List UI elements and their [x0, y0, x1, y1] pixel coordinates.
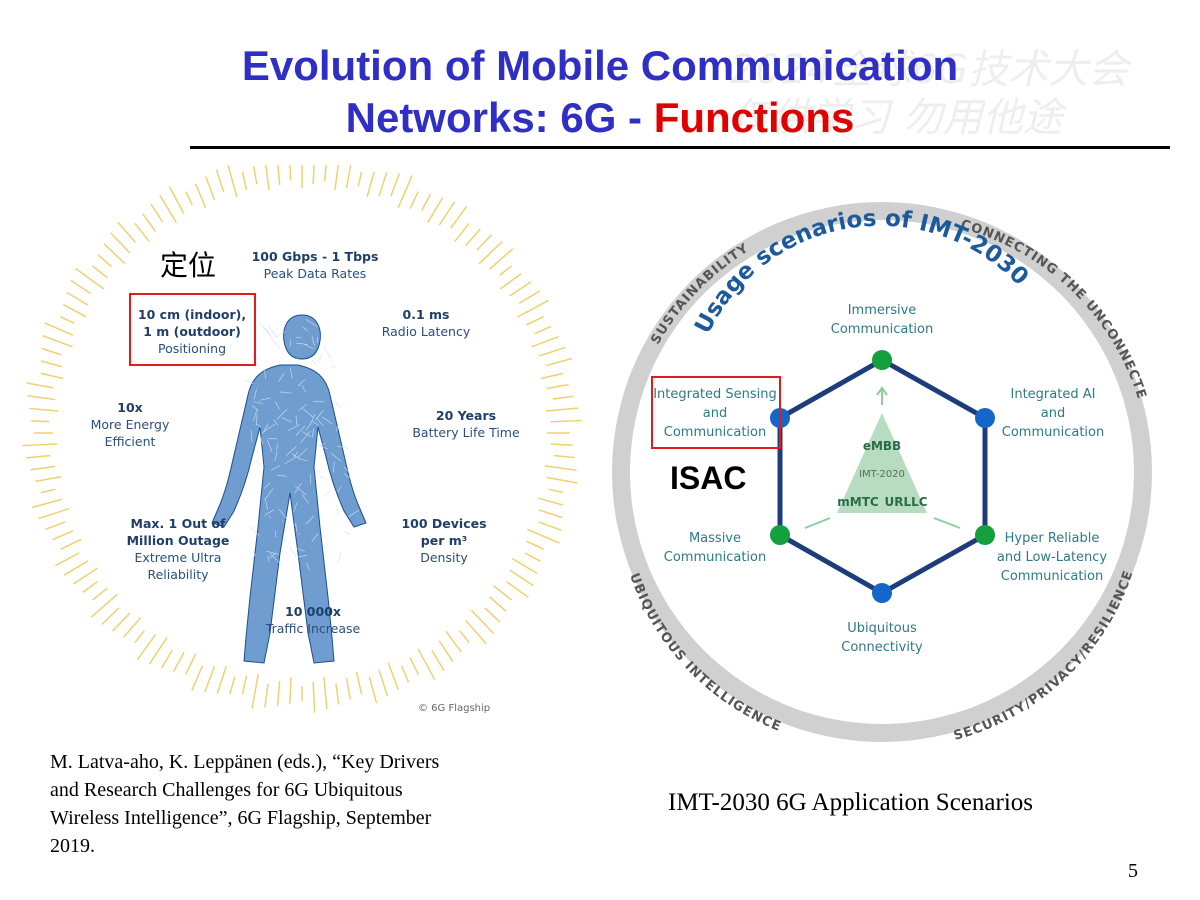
scenario-ai-3: Communication	[1002, 425, 1104, 440]
scenario-hrllc-2: and Low-Latency	[997, 550, 1108, 565]
title-underline	[190, 146, 1170, 149]
triangle-imt2020: IMT-2020	[859, 469, 905, 480]
imt-figure-caption: IMT-2030 6G Application Scenarios	[668, 789, 1034, 816]
kpi-value: 100 Devices	[401, 516, 487, 531]
kpi-traffic-increase: 10 000x Traffic Increase	[223, 603, 403, 637]
imt2020-triangle	[837, 413, 927, 513]
imt2030-diagram: SUSTAINABILITY CONNECTING THE UNCONNECTE…	[594, 184, 1152, 744]
scenario-ubiquitous-2: Connectivity	[841, 640, 923, 655]
kpi-label: Density	[420, 550, 468, 565]
kpi-label-2: Reliability	[147, 567, 209, 582]
isac-label: ISAC	[670, 460, 747, 496]
scenario-isac-3: Communication	[664, 425, 766, 440]
positioning-highlight-box	[129, 293, 256, 366]
kpi-battery-life: 20 Years Battery Life Time	[376, 407, 556, 441]
kpi-value: 10 000x	[285, 604, 341, 619]
imt2030-figure: SUSTAINABILITY CONNECTING THE UNCONNECTE…	[594, 184, 1180, 770]
page-number: 5	[1128, 860, 1138, 882]
kpi-label: Positioning	[158, 341, 226, 356]
kpi-reliability: Max. 1 Out of Million Outage Extreme Ult…	[88, 515, 268, 583]
kpi-value: 10x	[117, 400, 143, 415]
slide-title: Evolution of Mobile Communication Networ…	[90, 40, 1110, 144]
arrow-right	[933, 517, 961, 529]
human-figure	[211, 314, 367, 664]
node-ai	[975, 408, 995, 428]
kpi-value: 100 Gbps - 1 Tbps	[251, 249, 379, 264]
node-immersive	[872, 350, 892, 370]
triangle-embb: eMBB	[863, 439, 901, 453]
kpi-positioning: 10 cm (indoor), 1 m (outdoor) Positionin…	[102, 306, 282, 357]
human-figure-mesh	[244, 318, 360, 571]
kpi-label: Battery Life Time	[412, 425, 520, 440]
kpi-value: 20 Years	[435, 408, 497, 423]
watermark: 2024全球6G技术大会 仅供学习 勿用他途	[730, 46, 1200, 142]
title-line-2: Networks: 6G - Functions	[90, 92, 1110, 144]
scenario-hrllc-3: Communication	[1001, 569, 1103, 584]
kpi-label: More Energy	[90, 417, 170, 432]
kpi-radio-latency: 0.1 ms Radio Latency	[336, 306, 516, 340]
kpi-value: 10 cm (indoor),	[137, 307, 247, 322]
kpi-value: 0.1 ms	[402, 307, 450, 322]
kpi-value-2: Million Outage	[126, 533, 230, 548]
kpi-value-2: per m³	[420, 533, 468, 548]
watermark-line-2: 仅供学习 勿用他途	[730, 95, 1063, 141]
scenario-immersive-2: Communication	[831, 322, 933, 337]
reference-citation: M. Latva-aho, K. Leppänen (eds.), “Key D…	[50, 751, 440, 857]
title-accent: Functions	[653, 94, 855, 141]
scenario-massive-1: Massive	[689, 531, 741, 546]
scenario-ubiquitous-1: Ubiquitous	[847, 621, 917, 636]
node-hrllc	[975, 525, 995, 545]
scenario-labels: Immersive Communication Integrated Sensi…	[653, 303, 1107, 655]
sunburst-rays	[22, 153, 582, 713]
kpi-label: Extreme Ultra	[134, 550, 222, 565]
scenario-isac-2: and	[703, 406, 727, 421]
scenario-ai-2: and	[1041, 406, 1065, 421]
scenario-hrllc-1: Hyper Reliable	[1005, 531, 1100, 546]
positioning-cn-label: 定位	[160, 249, 217, 282]
kpi-energy-efficiency: 10x More Energy Efficient	[40, 399, 220, 450]
node-massive	[770, 525, 790, 545]
kpi-label: Peak Data Rates	[263, 266, 367, 281]
isac-highlight-box	[651, 376, 781, 449]
figure-copyright: © 6G Flagship	[418, 703, 491, 714]
scenario-massive-2: Communication	[664, 550, 766, 565]
kpi-device-density: 100 Devices per m³ Density	[354, 515, 534, 566]
scenario-ai-1: Integrated AI	[1011, 387, 1096, 402]
kpi-sunburst	[22, 153, 582, 713]
kpi-label: Radio Latency	[381, 324, 471, 339]
node-ubiquitous	[872, 583, 892, 603]
kpi-figure	[20, 153, 585, 725]
triangle-urllc: URLLC	[884, 495, 927, 509]
kpi-label: Traffic Increase	[265, 621, 361, 636]
watermark-line-1: 2024全球6G技术大会	[730, 47, 1129, 93]
kpi-label-2: Efficient	[104, 434, 156, 449]
arrow-left	[804, 517, 831, 529]
title-line-2-prefix: Networks: 6G -	[345, 94, 654, 141]
triangle-mmtc: mMTC	[837, 495, 879, 509]
kpi-value: Max. 1 Out of	[130, 516, 226, 531]
title-line-1: Evolution of Mobile Communication	[241, 42, 959, 89]
arrow-up	[876, 386, 888, 405]
kpi-value-2: 1 m (outdoor)	[143, 324, 241, 339]
scenario-isac-1: Integrated Sensing	[653, 387, 777, 402]
kpi-peak-data-rates: 100 Gbps - 1 Tbps Peak Data Rates	[225, 248, 405, 282]
scenario-immersive-1: Immersive	[848, 303, 917, 318]
